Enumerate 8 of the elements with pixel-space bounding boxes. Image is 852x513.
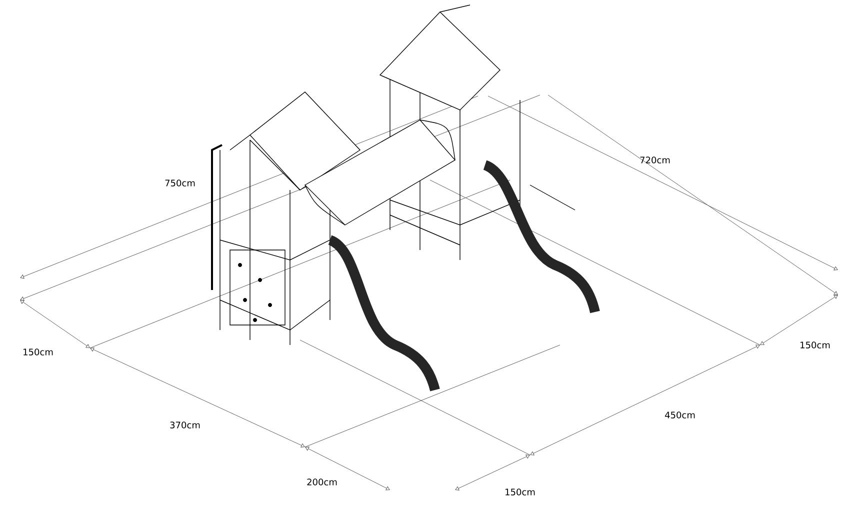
dimension-label: 150cm: [800, 342, 830, 348]
dimension-label: 370cm: [170, 422, 200, 428]
dimension-label: 200cm: [307, 478, 337, 486]
dimension-label: 750cm: [165, 180, 195, 186]
dimension-label: 150cm: [506, 488, 535, 496]
dimension-label: 720cm: [640, 156, 670, 164]
dimension-label: 450cm: [665, 412, 695, 418]
dimension-label: 150cm: [24, 348, 53, 356]
